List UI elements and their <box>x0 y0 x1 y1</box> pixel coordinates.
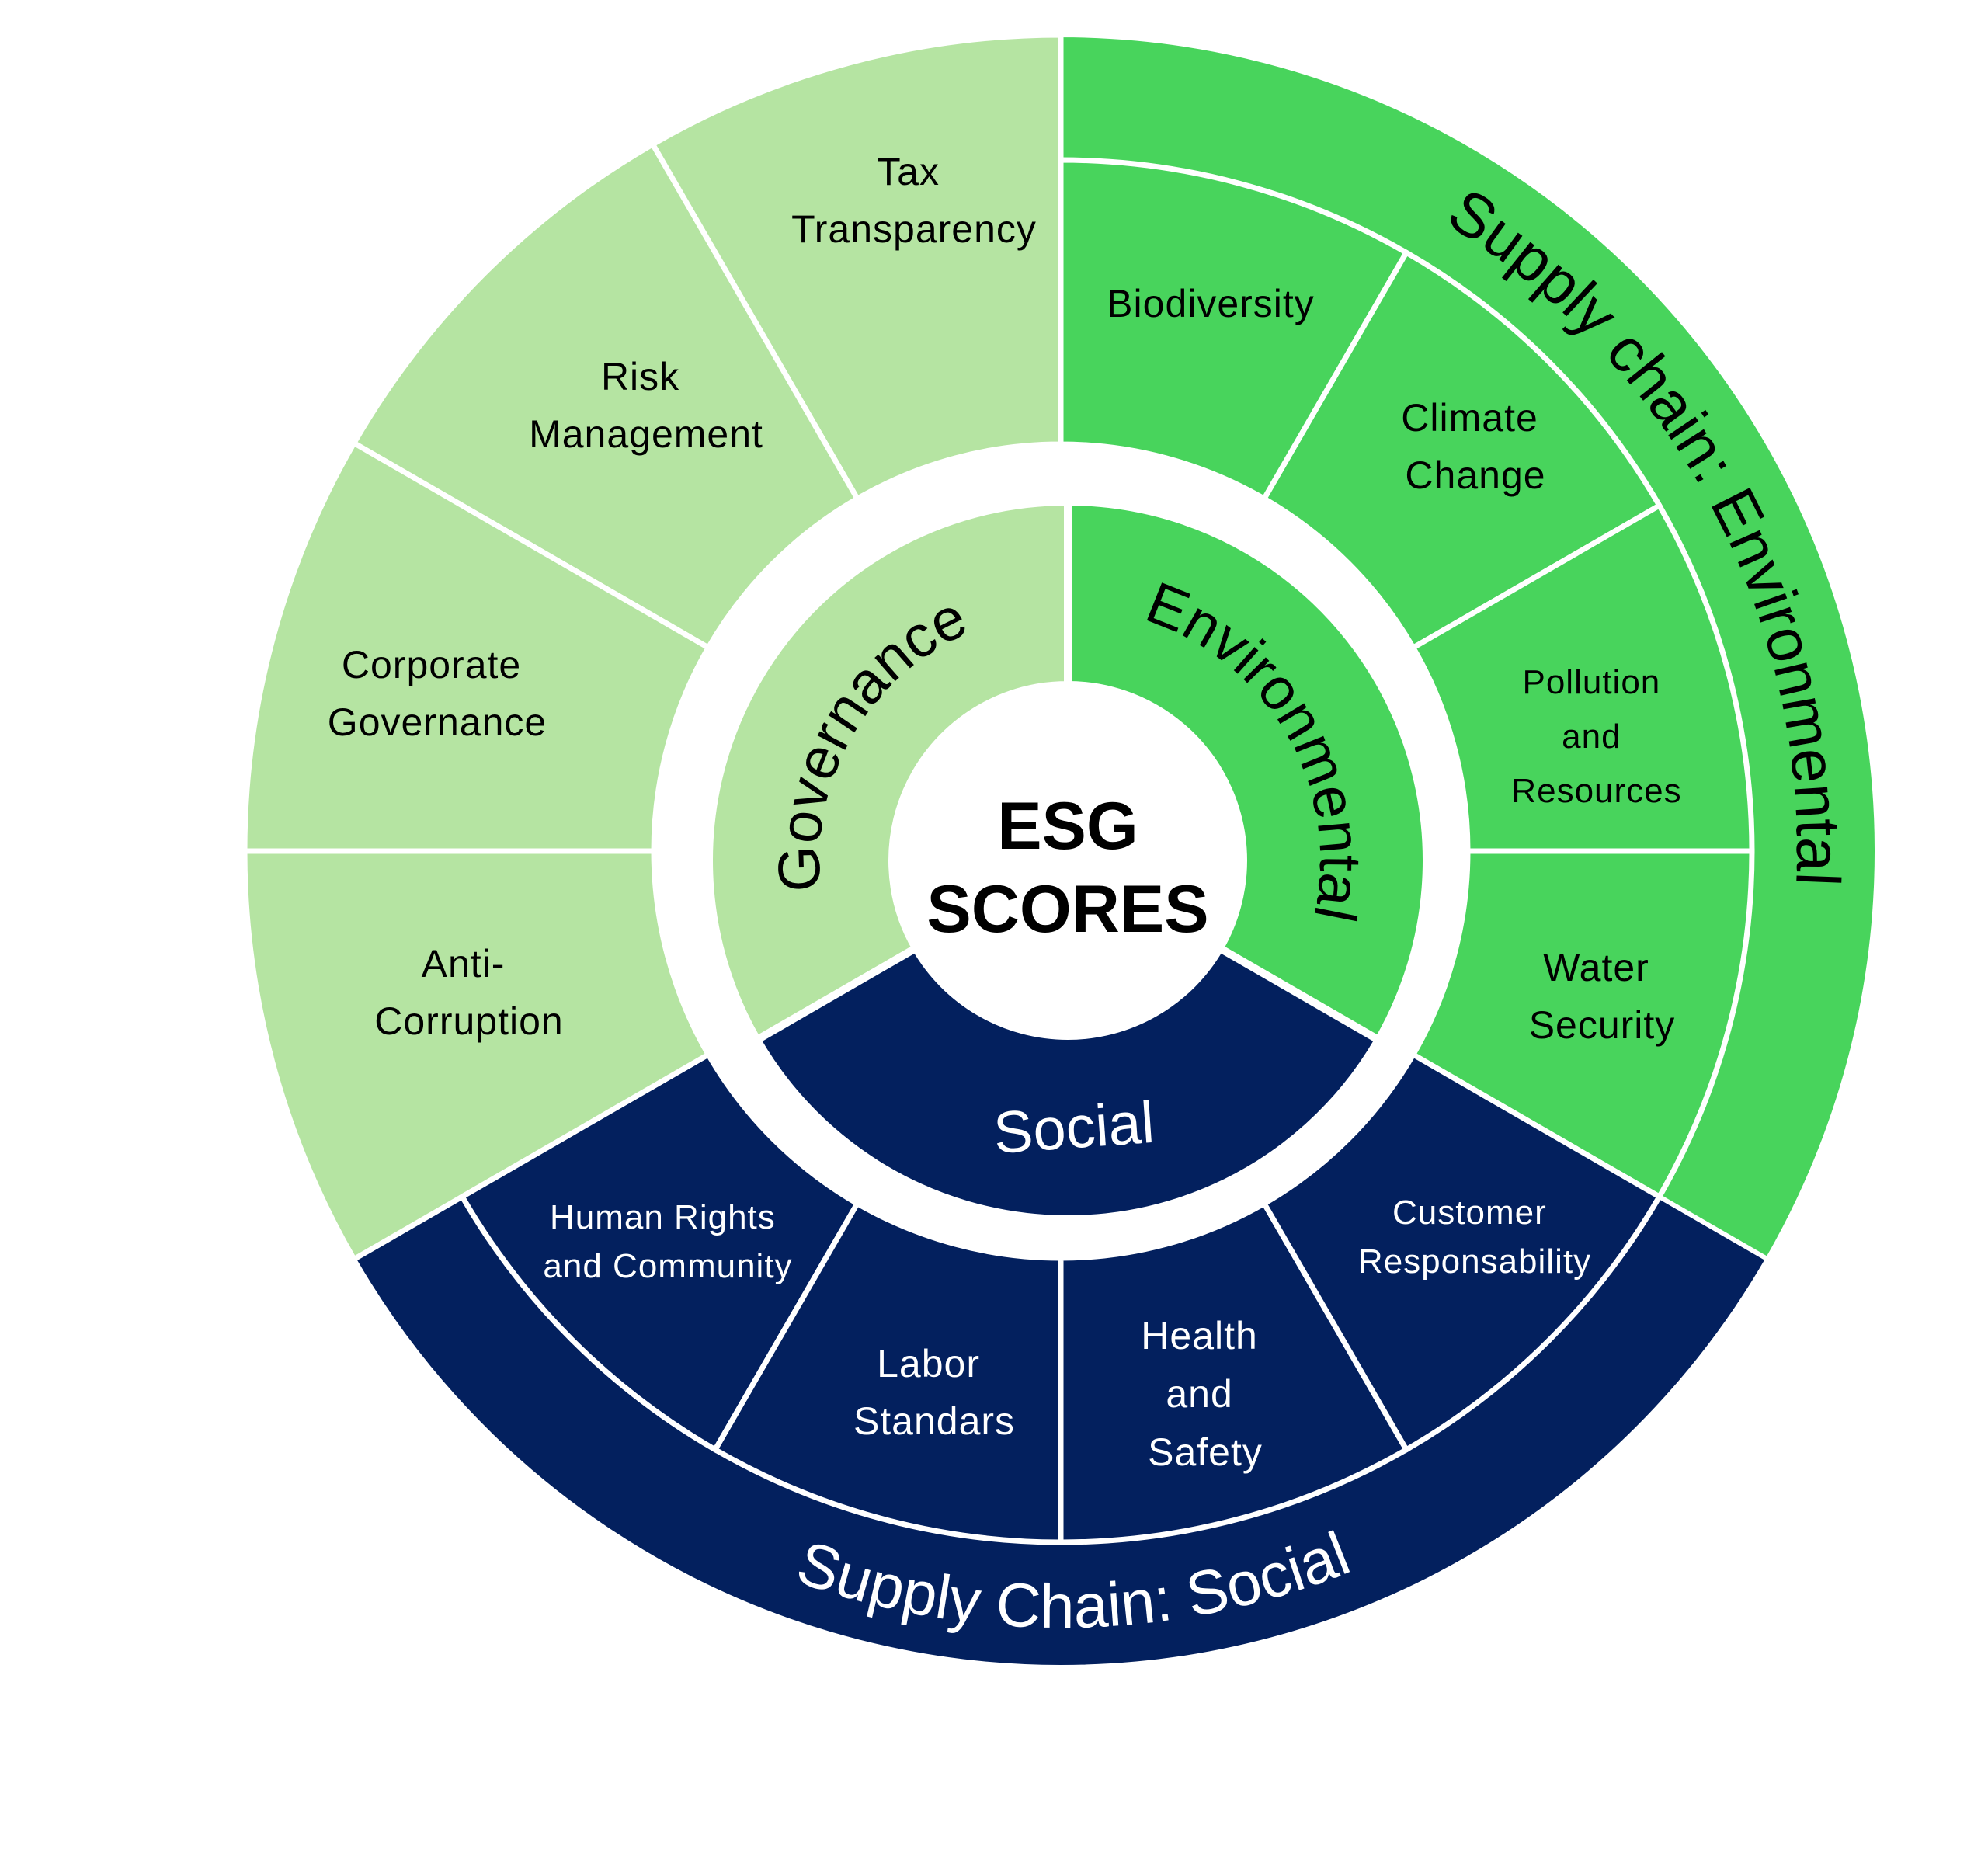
label-line: Security <box>1529 1003 1676 1047</box>
label-line: Safety <box>1148 1430 1263 1474</box>
center-title-line1: ESG <box>997 789 1138 864</box>
label-water-security: Water Security <box>1529 946 1676 1047</box>
label-labor-standards: Labor Standars <box>853 1342 1015 1443</box>
subcategory-segment-labor-standards[interactable] <box>711 1200 1064 1545</box>
center-circle <box>891 683 1245 1037</box>
label-line: Corruption <box>374 999 563 1043</box>
label-human-rights-community: Human Rights and Community <box>543 1198 792 1285</box>
subcategory-segment-anti-corruption[interactable] <box>242 848 712 1263</box>
pillar-ring <box>705 497 1430 1223</box>
pillar-label-social: Social <box>992 1090 1156 1166</box>
label-line: Health <box>1141 1314 1258 1357</box>
label-line: Labor <box>877 1342 980 1385</box>
label-line: Risk <box>601 355 679 398</box>
label-line: Transparency <box>791 207 1037 251</box>
label-line: Change <box>1405 454 1545 497</box>
center-title-line2: SCORES <box>926 872 1208 947</box>
label-line: Resources <box>1511 772 1681 810</box>
label-line: Responsability <box>1358 1243 1591 1281</box>
label-corporate-governance: Corporate Governance <box>328 643 547 744</box>
label-tax-transparency: Tax Transparency <box>791 150 1037 251</box>
label-line: Governance <box>328 700 547 744</box>
subcategory-segment-risk-management[interactable] <box>350 141 861 652</box>
label-line: Anti- <box>422 942 506 985</box>
label-line: Standars <box>853 1399 1015 1443</box>
label-line: Water <box>1543 946 1649 989</box>
label-line: and Community <box>543 1247 792 1285</box>
label-line: Climate <box>1401 396 1538 440</box>
subcategory-ring <box>242 32 1755 1545</box>
label-line: Management <box>529 412 763 456</box>
label-line: Tax <box>877 150 940 193</box>
label-line: and <box>1562 718 1621 756</box>
subcategory-segment-human-rights-community[interactable] <box>458 1051 861 1454</box>
subcategory-segment-corporate-governance[interactable] <box>242 439 712 854</box>
label-biodiversity: Biodiversity <box>1107 282 1315 325</box>
label-health-safety: Health and Safety <box>1141 1314 1269 1474</box>
label-anti-corruption: Anti- Corruption <box>374 942 563 1043</box>
subcategory-labels: Tax Transparency Risk Management Corpora… <box>328 150 1681 1474</box>
label-climate-change: Climate Change <box>1401 396 1549 497</box>
subcategory-segment-tax-transparency[interactable] <box>648 32 1064 502</box>
subcategory-segment-customer-responsability[interactable] <box>1260 1051 1663 1454</box>
label-line: Corporate <box>342 643 521 686</box>
label-risk-management: Risk Management <box>529 355 763 456</box>
label-line: Biodiversity <box>1107 282 1315 325</box>
label-line: and <box>1166 1372 1232 1416</box>
label-line: Pollution <box>1522 663 1660 701</box>
subcategory-segment-health-safety[interactable] <box>1058 1200 1410 1545</box>
label-line: Customer <box>1392 1194 1547 1232</box>
label-customer-responsability: Customer Responsability <box>1358 1194 1591 1281</box>
label-pollution-resources: Pollution and Resources <box>1511 663 1681 810</box>
label-line: Human Rights <box>550 1198 776 1236</box>
